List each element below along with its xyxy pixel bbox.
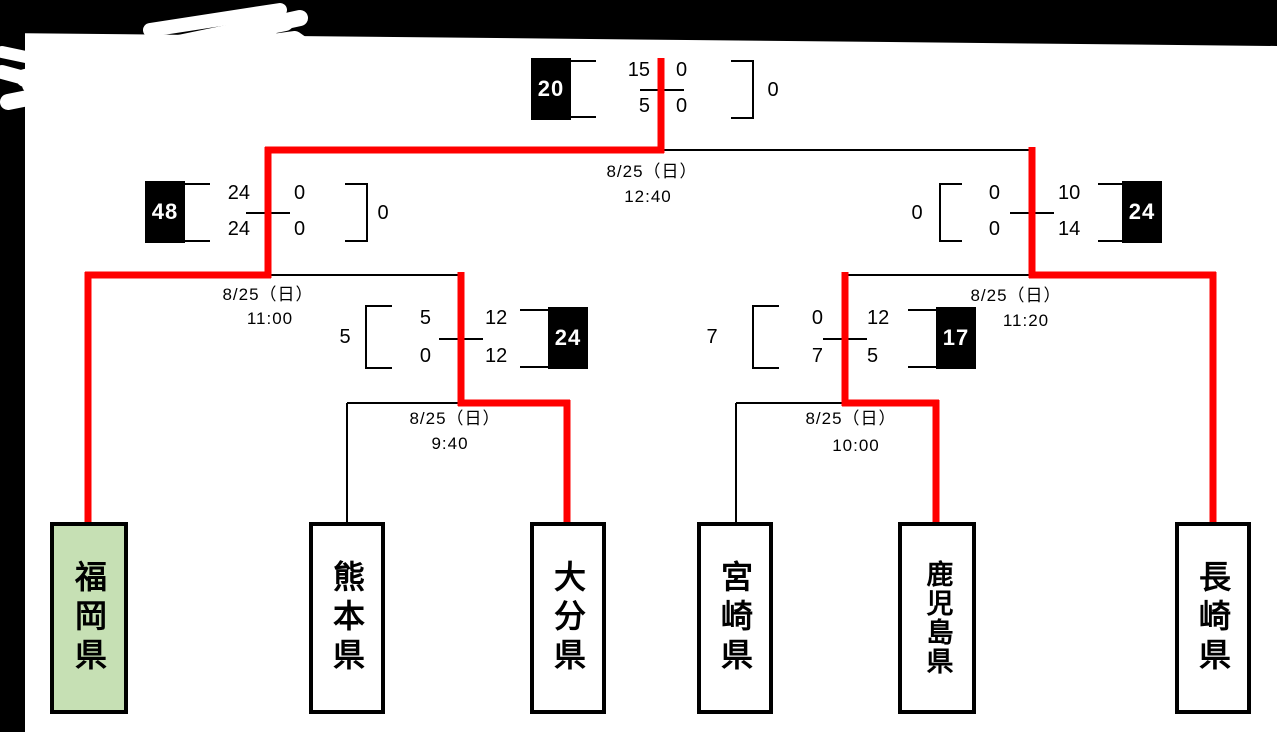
team-box-oita: 大分県 [530,522,606,714]
semi-right-time: 11:20 [1002,311,1050,330]
final-time: 12:40 [624,187,672,206]
quarter-right-left-score-1: 0 [811,307,823,329]
quarter-left-winner-total-box: 24 [548,307,588,369]
quarter-right-left-score-2: 7 [811,345,823,367]
quarter-right-loser-total: 7 [706,326,718,348]
quarter-left-time: 9:40 [431,434,469,453]
quarter-right-right-score-2: 5 [867,345,879,367]
semi-right-right-score-2: 14 [1058,218,1081,240]
quarter-left-left-score-2: 0 [419,345,431,367]
final-right-scores: 0 0 [676,60,716,116]
quarter-right-time: 10:00 [832,436,880,455]
team-box-kagoshima: 鹿児島県 [898,522,976,714]
final-winner-total-box: 20 [531,58,571,120]
semi-right-right-score-1: 10 [1058,182,1081,204]
semi-right-winner-total-box: 24 [1122,181,1162,243]
eraser-scribble [0,3,322,110]
quarter-left-right-scores: 12 12 [485,308,529,366]
semi-right-date: 8/25（日） [970,286,1062,305]
semi-left-left-score-1: 24 [227,182,250,204]
semi-right-left-scores: 0 0 [948,183,1000,239]
winner-path-lines [84,58,1217,524]
semi-right-left-score-2: 0 [988,218,1000,240]
semi-left-loser-total: 0 [377,202,389,224]
semi-left-right-scores: 0 0 [294,183,334,239]
semi-left-right-score-1: 0 [294,182,306,204]
semi-left-winner-total-box: 48 [145,181,185,243]
semi-left-right-score-2: 0 [294,218,306,240]
semi-left-left-scores: 24 24 [198,183,250,239]
final-right-score-1: 0 [676,59,688,81]
quarter-right-right-score-1: 12 [867,307,890,329]
semi-right-left-score-1: 0 [988,182,1000,204]
quarter-right-right-scores: 12 5 [867,308,911,366]
semi-left-date: 8/25（日） [222,285,314,304]
final-date: 8/25（日） [606,162,698,181]
quarter-left-right-score-2: 12 [485,345,508,367]
team-box-kumamoto: 熊本県 [309,522,385,714]
semi-right-right-scores: 10 14 [1058,183,1102,239]
quarter-left-left-scores: 5 0 [379,308,431,366]
team-box-fukuoka: 福岡県 [50,522,128,714]
quarter-right-winner-total-box: 17 [936,307,976,369]
team-box-nagasaki: 長崎県 [1175,522,1251,714]
quarter-left-left-score-1: 5 [419,307,431,329]
team-box-miyazaki: 宮崎県 [697,522,773,714]
final-left-scores: 15 5 [598,60,650,116]
final-loser-total: 0 [767,79,779,101]
bracket-structure-lines [185,60,1122,524]
final-right-score-2: 0 [676,95,688,117]
quarter-left-date: 8/25（日） [409,409,501,428]
left-black-strip [0,0,25,732]
top-black-band [0,0,1277,46]
final-left-score-2: 5 [638,95,650,117]
quarter-right-date: 8/25（日） [805,409,897,428]
quarter-left-right-score-1: 12 [485,307,508,329]
quarter-left-loser-total: 5 [339,326,351,348]
final-left-score-1: 15 [627,59,650,81]
semi-left-left-score-2: 24 [227,218,250,240]
quarter-right-left-scores: 0 7 [771,308,823,366]
semi-left-time: 11:00 [246,309,294,328]
semi-right-loser-total: 0 [911,202,923,224]
